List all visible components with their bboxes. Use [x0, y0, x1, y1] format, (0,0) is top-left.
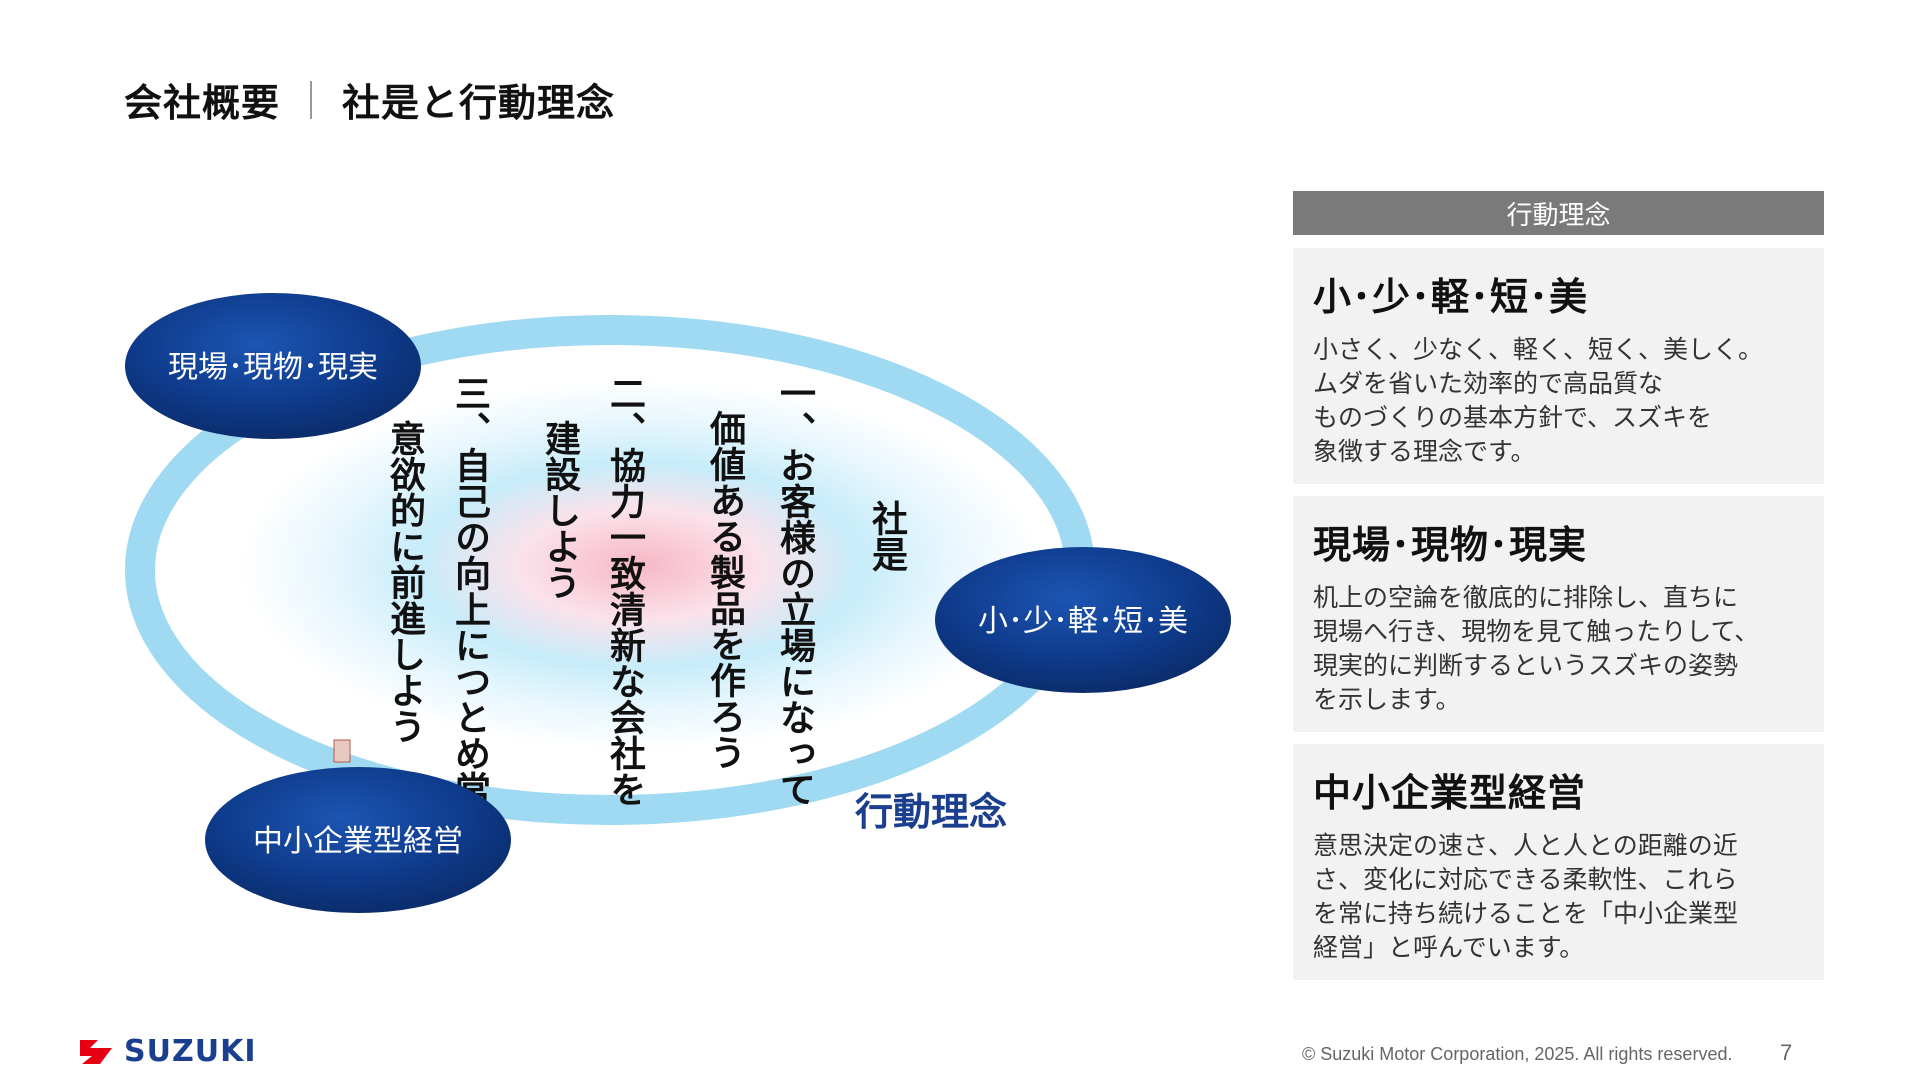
motto-column-3: 二、協力一致清新な会社を [604, 375, 646, 807]
suzuki-s-icon [80, 1039, 112, 1064]
title-text: 社是と行動理念 [342, 81, 616, 125]
seal-stamp [333, 739, 351, 763]
oval-genba-label: 現場･現物･現実 [168, 350, 378, 385]
suzuki-logo: SUZUKI [78, 1034, 257, 1069]
title-divider [310, 80, 313, 119]
card-text: 意思決定の速さ、人と人との距離の近 さ、変化に対応できる柔軟性、これら を常に持… [1313, 831, 1739, 962]
oval-chusho: 中小企業型経営 [205, 767, 511, 913]
center-glow [240, 380, 1040, 750]
card-title: 現場･現物･現実 [1313, 523, 1588, 567]
card-genba: 現場･現物･現実 机上の空論を徹底的に排除し、直ちに 現場へ行き、現物を見て触っ… [1293, 496, 1824, 732]
motto-text: 社是 一、お客様の立場になって 価値ある製品を作ろう 二、協力一致清新な会社を … [384, 375, 908, 843]
card-title: 小･少･軽･短･美 [1313, 275, 1589, 319]
motto-column-5: 三、自己の向上につとめ常に [449, 375, 491, 843]
card-sho: 小･少･軽･短･美 小さく、少なく、軽く、短く、美しく。 ムダを省いた効率的で高… [1293, 248, 1824, 484]
card-text: 机上の空論を徹底的に排除し、直ちに 現場へ行き、現物を見て触ったりして、 現実的… [1313, 583, 1760, 714]
motto-column-6: 意欲的に前進しよう [384, 420, 427, 744]
page-title: 会社概要 社是と行動理念 [124, 72, 615, 127]
section-label: 会社概要 [124, 81, 281, 125]
motto-heading: 社是 [866, 500, 908, 572]
panel-header: 行動理念 [1293, 191, 1824, 235]
kodo-rinen-label: 行動理念 [855, 789, 1007, 834]
card-title: 中小企業型経営 [1313, 771, 1587, 815]
card-text: 小さく、少なく、軽く、短く、美しく。 ムダを省いた効率的で高品質な ものづくりの… [1313, 335, 1764, 466]
logo-wordmark: SUZUKI [124, 1034, 257, 1069]
card-chusho: 中小企業型経営 意思決定の速さ、人と人との距離の近 さ、変化に対応できる柔軟性、… [1293, 744, 1824, 980]
oval-genba: 現場･現物･現実 [125, 293, 421, 439]
oval-sho-label: 小･少･軽･短･美 [978, 604, 1188, 639]
motto-column-4: 建設しよう [539, 420, 581, 600]
oval-chusho-label: 中小企業型経営 [253, 824, 463, 859]
motto-column-1: 一、お客様の立場になって [774, 375, 816, 807]
page-number: 7 [1780, 1040, 1793, 1065]
copyright-text: © Suzuki Motor Corporation, 2025. All ri… [1302, 1044, 1733, 1064]
oval-sho: 小･少･軽･短･美 [935, 547, 1231, 693]
motto-column-2: 価値ある製品を作ろう [704, 410, 747, 770]
